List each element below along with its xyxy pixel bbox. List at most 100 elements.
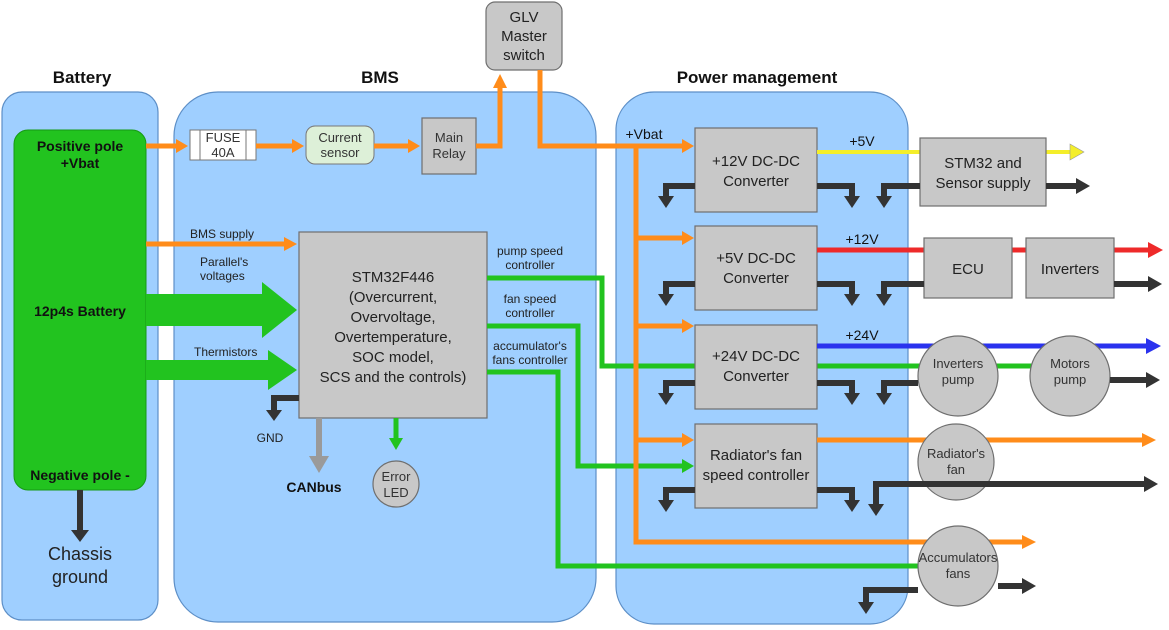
rail-24v-arrowhead <box>1146 338 1161 354</box>
dc24-label-1: +24V DC-DC <box>712 348 800 365</box>
mcu-line-4: Overtemperature, <box>334 329 452 346</box>
mcu-line-6: SCS and the controls) <box>320 369 467 386</box>
mcu-line-2: (Overcurrent, <box>349 289 437 306</box>
dc-dc-5v-converter <box>694 225 818 311</box>
accumulators-fans-label-2: fans <box>946 566 971 581</box>
rail-24v-label: +24V <box>845 327 879 343</box>
dc5-ground-left <box>663 281 695 296</box>
rail-5v-arrowhead <box>1069 143 1085 161</box>
bms-supply-label: BMS supply <box>190 227 254 241</box>
mcu-line-3: Overvoltage, <box>350 309 435 326</box>
dc24-ground-left <box>663 380 695 395</box>
motors-pump-label-1: Motors <box>1050 356 1090 371</box>
dc12-label-2: Converter <box>723 173 789 190</box>
main-relay-label-2: Relay <box>432 146 466 161</box>
canbus-label: CANbus <box>286 479 341 495</box>
dc12-input-arrowhead <box>682 139 694 153</box>
stm32f446-mcu <box>298 231 488 419</box>
dc12-label-1: +12V DC-DC <box>712 153 800 170</box>
vbat-label: +Vbat <box>61 155 100 171</box>
chassis-ground-label-2: ground <box>52 567 108 587</box>
fuse-label-1: FUSE <box>206 130 241 145</box>
rail-12v-label: +12V <box>845 231 879 247</box>
stm32-ground-left <box>881 183 920 198</box>
radiator-fan-supply-arrowhead <box>1142 433 1156 447</box>
fan-speed-control-arrowhead <box>682 459 694 473</box>
radiator-fan-label-2: fan <box>947 462 965 477</box>
fuse-input-arrowhead <box>176 139 188 153</box>
fuse-label-2: 40A <box>211 145 234 160</box>
gnd-arrowhead <box>266 410 282 421</box>
radiator-controller-label-2: speed controller <box>703 467 810 484</box>
canbus-arrowhead <box>309 456 329 473</box>
radiator-controller-label-1: Radiator's fan <box>710 447 802 464</box>
dc24-label-2: Converter <box>723 368 789 385</box>
inverters-box <box>1025 237 1115 299</box>
radiator-fan-ground <box>873 481 1146 506</box>
accumulators-fans-label-1: Accumulators <box>919 550 998 565</box>
dc-dc-12v-converter <box>694 127 818 213</box>
inverters-pump-label-2: pump <box>942 372 975 387</box>
bms-supply-arrowhead <box>284 237 297 251</box>
bms-header: BMS <box>361 68 399 87</box>
radiator-fan-label-1: Radiator's <box>927 446 986 461</box>
dc12-ground-right <box>817 183 855 198</box>
current-sensor-label-2: sensor <box>320 145 360 160</box>
glv-input-arrowhead <box>493 74 507 88</box>
main-relay-label-1: Main <box>435 130 463 145</box>
relay-to-glv-wire <box>476 86 503 149</box>
accumulator-fans-control-line <box>487 369 918 569</box>
positive-pole-label: Positive pole <box>37 138 124 154</box>
inverters-pump-ground-left <box>881 380 918 395</box>
inverters-pump-label-1: Inverters <box>933 356 984 371</box>
chassis-ground-label-1: Chassis <box>48 544 112 564</box>
error-led-arrowhead <box>389 438 403 450</box>
inverters-label: Inverters <box>1041 261 1099 278</box>
glv-master-switch <box>485 1 563 71</box>
accumulators-fans-ground-left <box>863 587 918 604</box>
error-led-label-1: Error <box>382 469 412 484</box>
negative-pole-label: Negative pole - <box>30 467 130 483</box>
inverters-pump <box>917 335 999 417</box>
acc-controller-label-1: accumulator's <box>493 339 567 353</box>
motors-pump-label-2: pump <box>1054 372 1087 387</box>
stm32-sensor-supply <box>919 137 1047 207</box>
fan-speed-control-line <box>487 323 682 469</box>
dc5-ground-right <box>817 281 855 296</box>
fan-controller-label-2: controller <box>505 306 554 320</box>
sensor-input-arrowhead <box>292 139 304 153</box>
vbat-bus-arrowhead <box>1022 535 1036 549</box>
dc-dc-24v-converter <box>694 324 818 410</box>
power-management-header: Power management <box>677 68 838 87</box>
fan-controller-label-1: fan speed <box>504 292 557 306</box>
stm32-supply-label-1: STM32 and <box>944 155 1022 172</box>
vbat-bus <box>633 146 1022 545</box>
battery-header: Battery <box>53 68 112 87</box>
fuse-box <box>189 129 257 161</box>
glv-label-1: GLV <box>510 9 539 26</box>
radiator-controller-ground-left <box>663 487 695 502</box>
current-sensor-label-1: Current <box>318 130 362 145</box>
gnd-label: GND <box>257 431 284 445</box>
acc-controller-label-2: fans controller <box>492 353 567 367</box>
thermistors-label: Thermistors <box>194 345 257 359</box>
rail-12v-arrowhead <box>1148 242 1163 258</box>
rail-5v-label: +5V <box>849 133 875 149</box>
ecu-box <box>923 237 1013 299</box>
glv-label-2: Master <box>501 28 547 45</box>
ecu-ground-left <box>881 281 924 296</box>
battery-name: 12p4s Battery <box>34 303 126 319</box>
error-led-label-2: LED <box>383 485 408 500</box>
dc24-input-arrowhead <box>682 319 694 333</box>
accumulators-fans <box>917 525 999 607</box>
relay-input-arrowhead <box>408 139 420 153</box>
vbat-bus-label: +Vbat <box>626 126 663 142</box>
mcu-line-1: STM32F446 <box>352 269 435 286</box>
dc5-label-2: Converter <box>723 270 789 287</box>
dc12-ground-left <box>663 183 695 198</box>
radiator-fan-speed-controller <box>694 423 818 509</box>
motors-pump <box>1029 335 1111 417</box>
thermistors-arrow <box>146 350 297 390</box>
mcu-line-5: SOC model, <box>352 349 434 366</box>
